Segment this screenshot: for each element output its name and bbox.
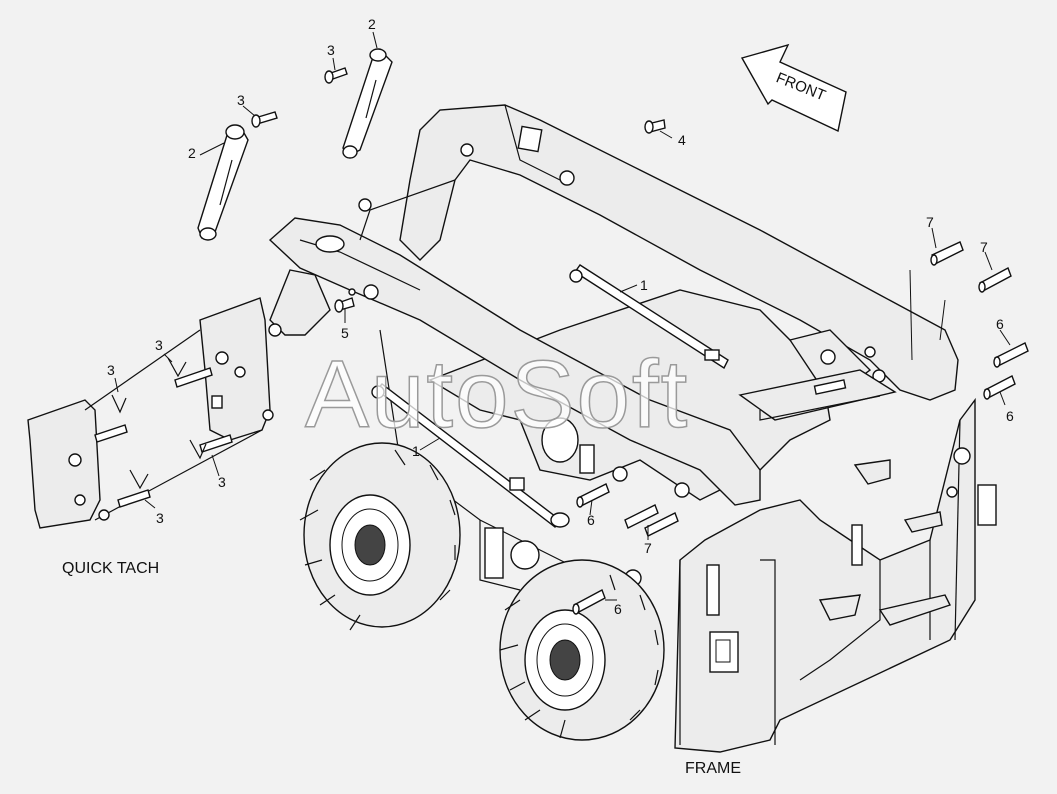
leader-lines <box>114 31 1011 601</box>
rear-left-wheel <box>499 559 665 741</box>
quick-tach-label: QUICK TACH <box>62 560 160 577</box>
pin-mid-left <box>251 111 278 128</box>
front-left-wheel <box>299 442 461 631</box>
front-arrow-icon: FRONT <box>740 43 847 133</box>
watermark: AutoSoft <box>304 340 690 449</box>
cross-member <box>738 369 897 421</box>
pin-part-4 <box>644 119 666 134</box>
pin-6-upper <box>993 342 1029 368</box>
pin-part-5 <box>334 288 356 313</box>
callout-2-mid: 2 <box>188 145 196 161</box>
callout-3-qt-d: 3 <box>156 510 164 526</box>
callout-7-center: 7 <box>644 540 652 556</box>
callout-3-mid: 3 <box>237 92 245 108</box>
right-lift-arm <box>358 104 959 402</box>
callout-2-top: 2 <box>368 16 376 32</box>
pin-top-left <box>324 67 348 84</box>
callout-6-bottom: 6 <box>614 601 622 617</box>
main-frame <box>674 397 997 753</box>
callout-3-qt-a: 3 <box>155 337 163 353</box>
pin-7-center <box>624 504 679 537</box>
quick-tach-pins <box>94 357 233 508</box>
callout-3-qt-b: 3 <box>107 362 115 378</box>
pin-6-lower <box>983 375 1016 400</box>
callout-7-upper: 7 <box>926 214 934 230</box>
pin-7-upper <box>930 241 964 266</box>
callout-5: 5 <box>341 325 349 341</box>
tilt-cylinder-upper <box>342 48 393 159</box>
left-lift-arm <box>268 217 761 587</box>
frame-label: FRAME <box>685 760 741 777</box>
callout-3-top: 3 <box>327 42 335 58</box>
link-rod-upper <box>569 264 729 370</box>
callout-1-upper: 1 <box>640 277 648 293</box>
callout-6-mid: 6 <box>587 512 595 528</box>
pin-6-mid <box>576 483 610 508</box>
quick-tach-assembly <box>27 297 274 529</box>
callout-6-lower: 6 <box>1006 408 1014 424</box>
callout-7-lower: 7 <box>980 239 988 255</box>
pin-6-bottom <box>572 589 606 615</box>
tilt-cylinder-lower <box>197 124 249 241</box>
callout-1-lower: 1 <box>412 443 420 459</box>
pin-7-lower <box>978 267 1012 293</box>
callout-4: 4 <box>678 132 686 148</box>
link-rod-lower <box>371 383 570 528</box>
callout-3-qt-c: 3 <box>218 474 226 490</box>
callout-6-upper: 6 <box>996 316 1004 332</box>
